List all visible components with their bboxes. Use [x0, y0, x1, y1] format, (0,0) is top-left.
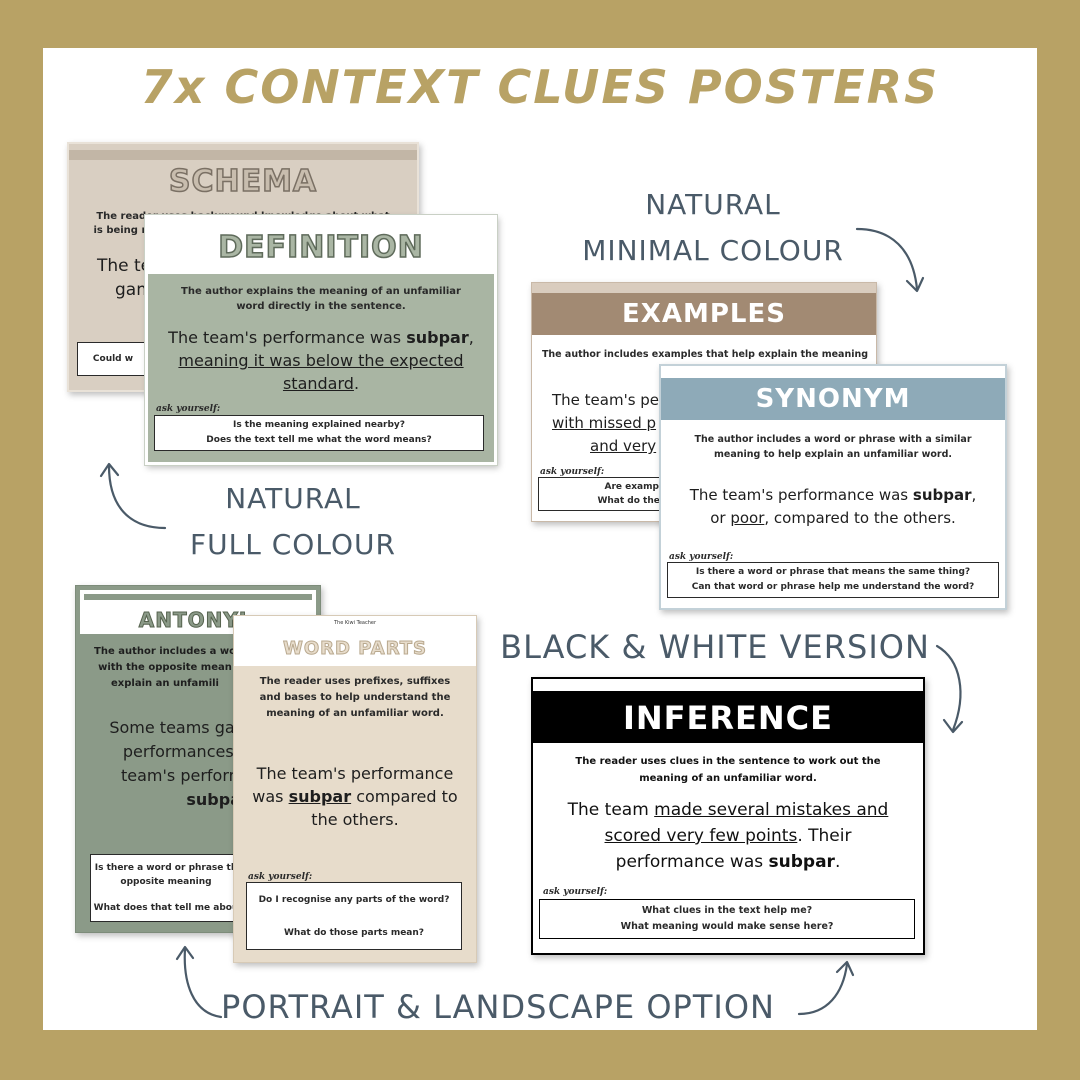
poster-top-strip	[69, 150, 417, 160]
example-text: .	[834, 852, 841, 872]
label-line: NATURAL	[645, 188, 781, 221]
poster-heading: EXAMPLES	[622, 299, 786, 329]
poster-heading: INFERENCE	[622, 699, 834, 737]
poster-question: What meaning would make sense here?	[620, 921, 834, 932]
ask-yourself-label: ask yourself:	[540, 467, 605, 477]
label-natural-full: NATURAL FULL COLOUR	[173, 476, 413, 568]
example-clue: with missed p	[552, 414, 657, 432]
poster-credit: The Kiwi Teacher	[333, 620, 377, 626]
poster-example: The team's pe with missed p and very	[552, 389, 692, 458]
curved-arrow-icon	[797, 960, 855, 1016]
product-preview-frame: 7x CONTEXT CLUES POSTERS SCHEMA The read…	[43, 48, 1037, 1030]
poster-question: What clues in the text help me?	[641, 905, 813, 916]
poster-question-box: Could w	[77, 342, 149, 376]
poster-heading: DEFINITION	[217, 229, 424, 266]
poster-header-band	[661, 378, 1005, 420]
poster-header-band	[533, 691, 923, 743]
poster-question: What do those parts mean?	[283, 927, 425, 938]
poster-question: Do I recognise any parts of the word?	[258, 894, 450, 905]
poster-question: Is there a word or phrase that means the…	[695, 567, 971, 577]
poster-question: Is there a word or phrase th opposite me…	[94, 863, 238, 887]
example-text: .	[353, 374, 360, 393]
curved-arrow-icon	[99, 462, 167, 530]
poster-header-band	[532, 293, 876, 335]
example-text: performances, b	[122, 742, 254, 761]
poster-example: The team's performance was subpar, or po…	[671, 484, 995, 530]
poster-synonym: SYNONYM The author includes a word or ph…	[659, 364, 1007, 610]
poster-example: The team's performance was subpar compar…	[252, 762, 458, 831]
label-portrait-landscape: PORTRAIT & LANDSCAPE OPTION	[221, 988, 775, 1026]
ask-yourself-label: ask yourself:	[669, 552, 734, 562]
poster-example: The team's performance was subpar, meani…	[162, 326, 480, 395]
example-text: The team's performance was	[252, 764, 454, 806]
poster-question: Could w	[92, 354, 134, 364]
poster-description: The reader uses clues in the sentence to…	[575, 756, 881, 784]
example-clue: made several mistakes and scored very fe…	[604, 800, 889, 846]
poster-header-band	[234, 616, 476, 666]
example-text: Some teams gave	[109, 718, 254, 737]
poster-top-strip	[84, 594, 312, 600]
label-natural-minimal: NATURAL MINIMAL COLOUR	[543, 182, 883, 274]
poster-question-box: Is the meaning explained nearby? Does th…	[154, 415, 484, 451]
poster-question: What does that tell me abou	[93, 903, 239, 913]
poster-definition: DEFINITION The author explains the meani…	[144, 214, 498, 466]
poster-example: Some teams gave performances, b team's p…	[84, 716, 254, 812]
poster-description: The reader uses prefixes, suffixes and b…	[259, 676, 451, 719]
example-target-word: subpar	[768, 852, 835, 872]
poster-description: The author explains the meaning of an un…	[181, 286, 461, 312]
example-text: The team	[567, 800, 655, 820]
poster-question: Are examples	[604, 482, 674, 492]
poster-heading: SYNONYM	[755, 384, 911, 414]
poster-example: The team made several mistakes and score…	[561, 797, 895, 875]
curved-arrow-icon	[855, 227, 925, 293]
poster-inference: INFERENCE The reader uses clues in the s…	[531, 677, 925, 955]
poster-top-strip	[661, 366, 1005, 378]
poster-heading: WORD PARTS	[283, 638, 427, 660]
poster-example-start: The te	[97, 256, 152, 276]
poster-top-strip	[532, 283, 876, 293]
example-text: ,	[971, 486, 977, 504]
poster-header-band	[148, 218, 494, 274]
example-text: team's performa	[120, 766, 254, 785]
poster-question-box: Is there a word or phrase that means the…	[667, 562, 999, 598]
poster-question: Does the text tell me what the word mean…	[206, 435, 432, 445]
example-text: compared to the others.	[311, 787, 458, 829]
example-clue: meaning it was below the expected standa…	[178, 351, 464, 393]
label-bw-version: BLACK & WHITE VERSION	[500, 628, 930, 666]
example-text: The team's performance was	[168, 328, 407, 347]
poster-heading: SCHEMA	[168, 163, 318, 200]
poster-question-box: What clues in the text help me? What mea…	[539, 899, 915, 939]
poster-question-box: Do I recognise any parts of the word? Wh…	[246, 882, 462, 950]
poster-example-end: gam	[115, 280, 153, 300]
poster-question: Is the meaning explained nearby?	[232, 420, 406, 430]
example-text: or	[710, 509, 731, 527]
example-text: , compared to the others.	[764, 509, 956, 527]
example-clue: poor	[730, 509, 765, 527]
ask-yourself-label: ask yourself:	[543, 887, 608, 897]
poster-question: What do these e	[597, 496, 681, 506]
example-text: . Their performance was	[615, 826, 852, 872]
ask-yourself-label: ask yourself:	[248, 872, 313, 882]
poster-description: The author includes a word or phrase wit…	[694, 434, 972, 460]
example-target-word: subpar	[406, 328, 469, 347]
poster-description: The author includes a wo with the opposi…	[94, 646, 236, 689]
example-clue: and very	[590, 437, 657, 455]
example-text: The team's pe	[552, 391, 660, 409]
curved-arrow-icon	[175, 945, 223, 1019]
label-line: NATURAL	[225, 482, 361, 515]
poster-top-strip	[533, 679, 923, 691]
example-text: The team's performance was	[689, 486, 913, 504]
example-target-word: subpar	[288, 787, 352, 806]
poster-heading: ANTONYI	[138, 608, 248, 633]
poster-question-box: Is there a word or phrase th opposite me…	[90, 854, 242, 922]
label-line: FULL COLOUR	[190, 528, 396, 561]
example-target-word: subpar	[912, 486, 972, 504]
curved-arrow-icon	[935, 644, 964, 734]
label-line: MINIMAL COLOUR	[582, 234, 844, 267]
poster-word-parts: The Kiwi Teacher WORD PARTS The reader u…	[233, 615, 477, 963]
ask-yourself-label: ask yourself:	[156, 404, 221, 414]
example-text: ,	[468, 328, 474, 347]
page-title: 7x CONTEXT CLUES POSTERS	[140, 60, 940, 114]
poster-question: Can that word or phrase help me understa…	[691, 582, 975, 592]
